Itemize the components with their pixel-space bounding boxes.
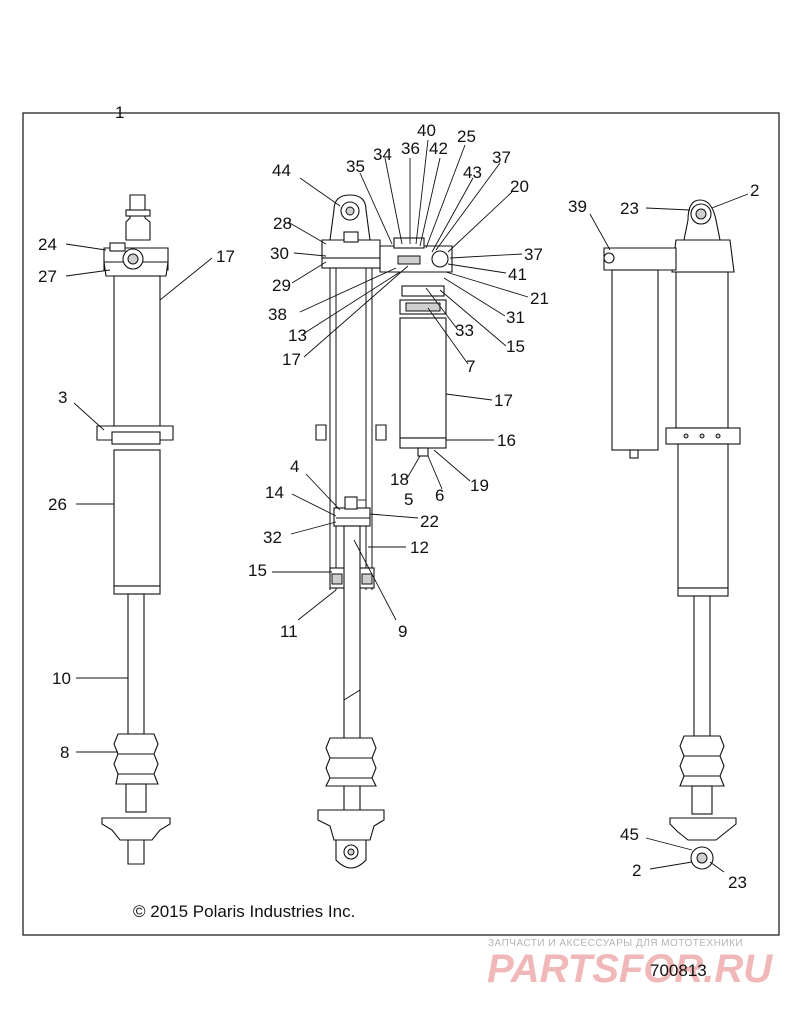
callout: 33	[455, 321, 474, 340]
callout: 41	[508, 265, 527, 284]
callout: 45	[620, 825, 639, 844]
callout: 17	[282, 350, 301, 369]
callout: 18	[390, 470, 409, 489]
callout: 25	[457, 127, 476, 146]
center-reservoir	[379, 237, 453, 457]
callout: 2	[750, 181, 759, 200]
callout: 32	[263, 528, 282, 547]
callout: 3	[58, 388, 67, 407]
callout-labels: 1 24 27 17 3 26 10 8 44 35 34 36 40 42 2…	[38, 103, 759, 892]
callout: 23	[728, 873, 747, 892]
callout: 44	[272, 161, 291, 180]
callout: 9	[398, 622, 407, 641]
center-shock-cutaway	[315, 194, 387, 869]
copyright-notice: © 2015 Polaris Industries Inc.	[133, 902, 355, 921]
callout: 31	[506, 308, 525, 327]
callout: 43	[463, 163, 482, 182]
callout: 35	[346, 157, 365, 176]
callout: 20	[510, 177, 529, 196]
callout: 8	[60, 743, 69, 762]
callout: 13	[288, 326, 307, 345]
callout: 40	[417, 121, 436, 140]
callout: 15	[248, 561, 267, 580]
callout: 26	[48, 495, 67, 514]
callout: 42	[429, 139, 448, 158]
callout: 11	[280, 622, 298, 641]
callout: 36	[401, 139, 420, 158]
left-shock-assembly	[96, 194, 174, 865]
callout: 16	[497, 431, 516, 450]
callout: 30	[270, 244, 289, 263]
callout: 15	[506, 337, 525, 356]
callout: 7	[466, 357, 475, 376]
callout-assembly: 1	[115, 103, 124, 122]
watermark-brand: PARTSFOR.RU	[487, 947, 773, 991]
diagram-frame	[22, 112, 780, 936]
callout: 37	[524, 245, 543, 264]
callout: 6	[435, 486, 444, 505]
callout: 37	[492, 148, 511, 167]
callout: 4	[290, 457, 299, 476]
callout: 14	[265, 483, 284, 502]
right-shock-assembly	[603, 199, 741, 870]
callout: 28	[273, 214, 292, 233]
watermark-tagline: ЗАПЧАСТИ И АКСЕССУАРЫ ДЛЯ МОТОТЕХНИКИ	[488, 938, 743, 949]
figure-number: 700813	[650, 961, 707, 980]
callout: 19	[470, 476, 489, 495]
callout: 39	[568, 197, 587, 216]
callout: 29	[272, 276, 291, 295]
callout: 5	[404, 490, 413, 509]
callout: 10	[52, 669, 71, 688]
callout: 2	[632, 861, 641, 880]
callout: 17	[494, 391, 513, 410]
callout: 24	[38, 235, 57, 254]
leader-lines	[65, 139, 749, 873]
callout: 21	[530, 289, 549, 308]
callout: 27	[38, 267, 57, 286]
callout: 38	[268, 305, 287, 324]
callout: 23	[620, 199, 639, 218]
callout: 34	[373, 145, 392, 164]
callout: 12	[410, 538, 429, 557]
callout: 17	[216, 247, 235, 266]
callout: 22	[420, 512, 439, 531]
